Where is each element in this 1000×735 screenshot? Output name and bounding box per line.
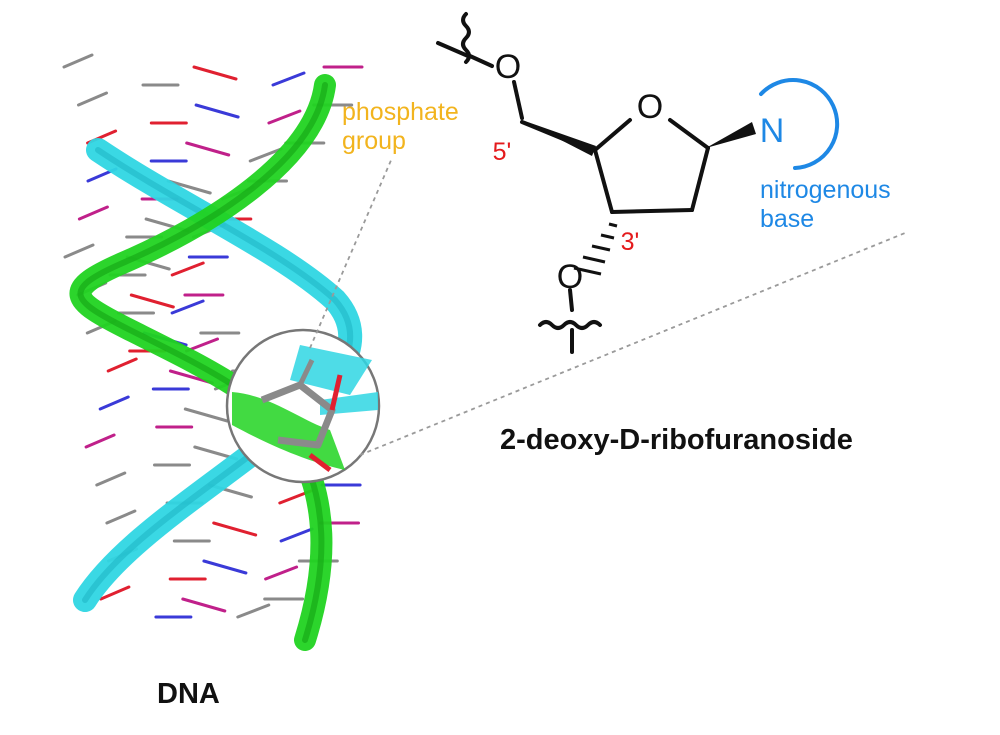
base-stick xyxy=(170,261,205,277)
ring-oxygen-atom: O xyxy=(637,88,663,126)
base-stick xyxy=(267,109,302,125)
ring-bond-c1-c2 xyxy=(690,146,710,212)
nitrogenous-base-label: nitrogenous base xyxy=(760,176,891,234)
ring-bond-c4-o xyxy=(593,118,632,152)
position-5-prime: 5' xyxy=(493,138,512,166)
base-stick xyxy=(271,71,306,87)
base-stick xyxy=(77,91,108,107)
stub-bond-top xyxy=(436,41,470,58)
phosphate-label-line1: phosphate xyxy=(342,98,459,126)
wedge-bond-c4 xyxy=(522,120,596,156)
o5-atom: O xyxy=(495,48,521,86)
ring-bond-c2-c3 xyxy=(610,208,694,214)
base-stick xyxy=(95,471,127,487)
ring-bond-c3-c4 xyxy=(593,148,614,214)
base-stick xyxy=(212,521,258,537)
o3-atom: O xyxy=(557,258,583,296)
base-stick xyxy=(194,103,240,119)
base-stick xyxy=(106,357,138,373)
wavy-bond-bottom xyxy=(538,320,602,330)
base-stick xyxy=(77,205,109,221)
base-stick xyxy=(264,565,299,581)
guide-line-lower xyxy=(359,232,906,456)
base-stick xyxy=(185,141,231,157)
base-stick xyxy=(185,337,219,353)
base-stick xyxy=(84,433,116,449)
wedge-bond-c1-n xyxy=(706,122,756,148)
hashed-bond-c3 xyxy=(573,222,618,276)
base-stick xyxy=(98,395,130,411)
magnifier-circle xyxy=(225,328,381,484)
base-stick xyxy=(183,407,229,423)
base-stick xyxy=(236,603,271,619)
base-stick xyxy=(166,179,212,195)
phosphate-group-label: phosphate group xyxy=(342,98,459,156)
base-stick xyxy=(248,147,283,163)
phosphate-label-line2: group xyxy=(342,127,406,155)
nitrogenous-base-arc xyxy=(759,78,840,170)
base-stick xyxy=(129,293,175,309)
base-stick xyxy=(99,585,131,601)
base-stick xyxy=(279,527,314,543)
nitrogen-atom: N xyxy=(760,112,785,150)
base-stick xyxy=(62,53,94,69)
base-stick xyxy=(105,509,137,525)
ring-bond-o-c1 xyxy=(668,118,710,150)
base-label-line1: nitrogenous xyxy=(760,176,891,204)
base-stick xyxy=(202,559,248,575)
guide-line-upper xyxy=(309,157,393,349)
position-3-prime: 3' xyxy=(621,228,640,256)
dna-label: DNA xyxy=(157,678,220,710)
base-stick xyxy=(181,597,227,613)
base-stick xyxy=(192,65,238,81)
wavy-bond-top xyxy=(461,12,471,64)
sugar-name-label: 2-deoxy-D-ribofuranoside xyxy=(500,424,853,456)
base-stick xyxy=(63,243,95,259)
base-stick xyxy=(170,299,205,315)
base-label-line2: base xyxy=(760,205,815,233)
